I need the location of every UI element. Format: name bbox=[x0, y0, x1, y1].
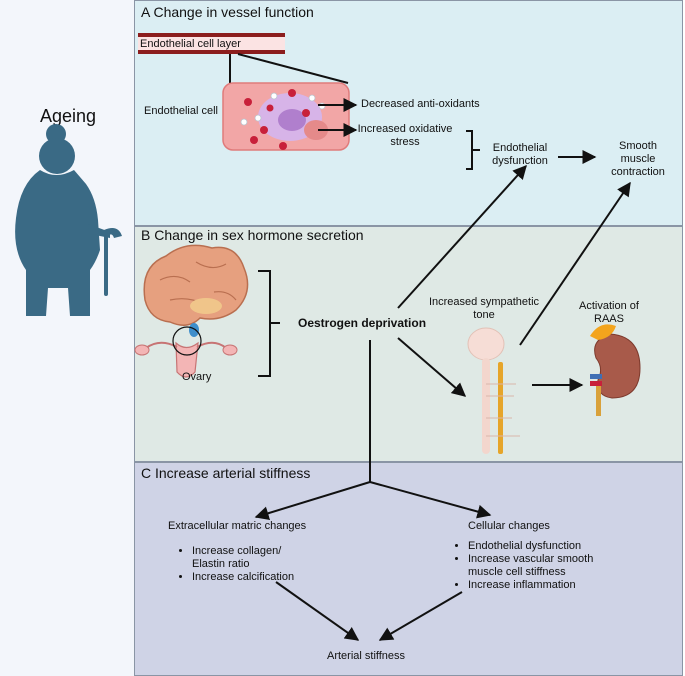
panel-c-title: C Increase arterial stiffness bbox=[141, 465, 311, 481]
ecm-heading: Extracellular matric changes bbox=[168, 520, 307, 532]
cellular-item: Increase vascular smooth muscle cell sti… bbox=[468, 553, 593, 579]
brain-icon bbox=[143, 244, 249, 337]
endothelial-cell-icon bbox=[222, 82, 350, 151]
endothelial-dysfunction-label: Endothelial dysfunction bbox=[492, 142, 548, 167]
panel-a-title: A Change in vessel function bbox=[141, 4, 314, 20]
cellular-heading: Cellular changes bbox=[468, 520, 550, 532]
smooth-muscle-label: Smooth muscle contraction bbox=[611, 140, 665, 178]
ovary-icon bbox=[134, 326, 238, 378]
elderly-woman-icon bbox=[15, 124, 122, 316]
panel-sex-hormone bbox=[134, 226, 683, 462]
ageing-label: Ageing bbox=[40, 106, 97, 126]
raas-label: Activation of RAAS bbox=[579, 300, 639, 325]
ovary-label: Ovary bbox=[182, 371, 212, 383]
oxidative-stress-label: Increased oxidative stress bbox=[357, 123, 453, 148]
panel-arterial-stiffness bbox=[134, 462, 683, 676]
kidney-icon bbox=[590, 324, 641, 416]
vessel-layer-icon bbox=[138, 33, 349, 84]
sympathetic-tone-label: Increased sympathetic tone bbox=[428, 296, 540, 321]
ecm-item: Increase calcification bbox=[192, 571, 294, 584]
decreased-antioxidants-label: Decreased anti-oxidants bbox=[361, 98, 480, 110]
cellular-item: Endothelial dysfunction bbox=[468, 540, 593, 553]
cellular-item: Increase inflammation bbox=[468, 579, 593, 592]
spinal-cord-icon bbox=[467, 327, 520, 454]
endothelial-layer-label: Endothelial cell layer bbox=[140, 38, 241, 50]
ecm-item: Increase collagen/ Elastin ratio bbox=[192, 545, 294, 571]
endothelial-cell-label: Endothelial cell bbox=[144, 105, 218, 117]
arterial-stiffness-label: Arterial stiffness bbox=[327, 650, 406, 662]
ecm-list: Increase collagen/ Elastin ratio Increas… bbox=[176, 545, 294, 584]
ageing-panel: Ageing bbox=[0, 0, 135, 676]
panel-b-title: B Change in sex hormone secretion bbox=[141, 227, 364, 243]
oestrogen-deprivation-label: Oestrogen deprivation bbox=[298, 316, 427, 330]
cellular-list: Endothelial dysfunction Increase vascula… bbox=[452, 540, 593, 592]
